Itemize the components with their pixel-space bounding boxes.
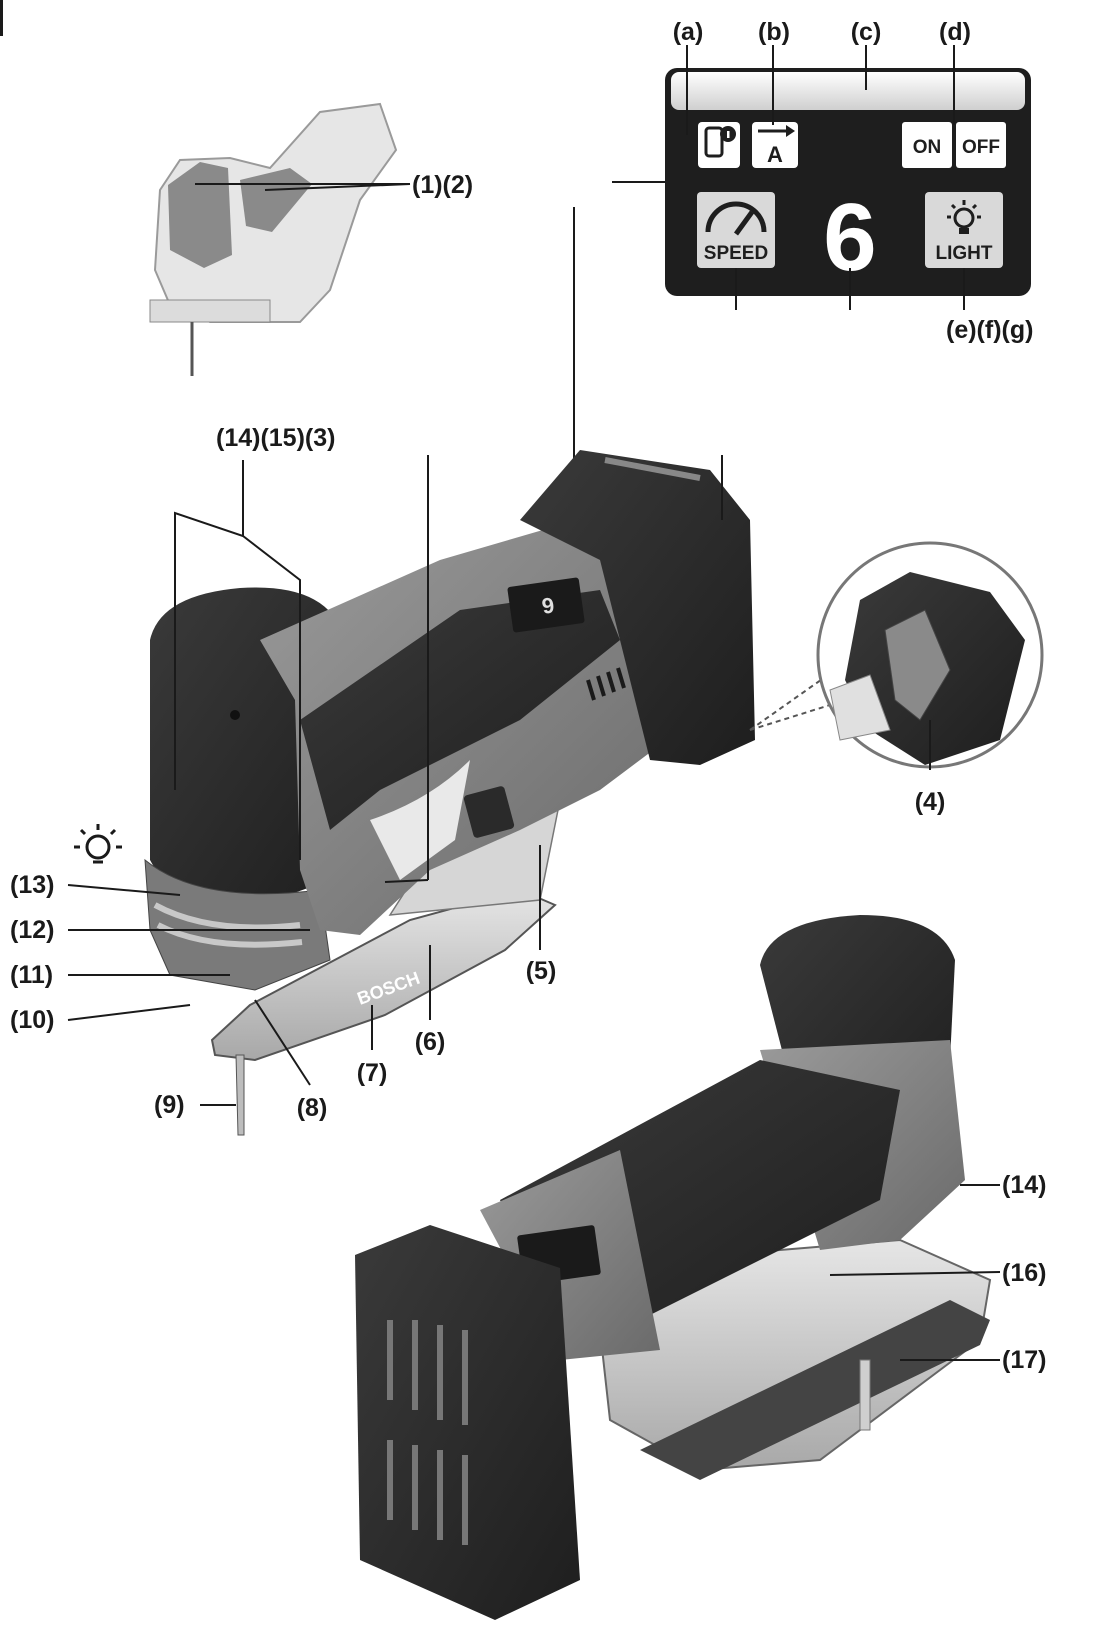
main-jigsaw-illustration: 6 BOSCH	[67, 450, 836, 1136]
label-5: (5)	[525, 957, 557, 985]
stroke-rate-switch	[463, 786, 515, 838]
label-4: (4)	[914, 788, 946, 816]
svg-text:OFF: OFF	[962, 137, 1000, 158]
display-light-strip	[671, 72, 1025, 110]
label-17: (17)	[1002, 1346, 1047, 1374]
light-button[interactable]: LIGHT	[925, 192, 1003, 268]
label-7: (7)	[356, 1059, 388, 1087]
display-panel: A ON OFF SPEED 6	[573, 45, 1031, 585]
callout-efg: (e)(f)(g)	[946, 316, 1034, 344]
off-button[interactable]: OFF	[956, 122, 1006, 168]
bulb-icon	[947, 200, 981, 234]
label-9: (9)	[154, 1091, 185, 1119]
auto-mode-icon: A	[752, 122, 798, 168]
label-1-2: (1)(2)	[412, 171, 474, 199]
led-light-symbol-icon	[74, 824, 122, 864]
label-8: (8)	[296, 1094, 328, 1122]
label-14-15-3: (14)(15)(3)	[216, 424, 336, 452]
on-button[interactable]: ON	[902, 122, 952, 168]
callout-d: (d)	[939, 18, 971, 46]
label-11: (11)	[10, 961, 54, 989]
label-12: (12)	[10, 916, 55, 944]
svg-text:SPEED: SPEED	[704, 243, 768, 264]
tool-display	[507, 577, 585, 633]
label-13: (13)	[10, 871, 55, 899]
callout-c: (c)	[850, 18, 882, 46]
svg-text:LIGHT: LIGHT	[936, 243, 993, 264]
label-10: (10)	[10, 1006, 55, 1034]
callout-b: (b)	[758, 18, 790, 46]
page-corner-mark	[0, 0, 3, 36]
rear-view-jigsaw-illustration	[355, 915, 1001, 1620]
label-14: (14)	[1002, 1171, 1047, 1199]
battery-pack	[520, 450, 755, 765]
label-6: (6)	[414, 1028, 446, 1056]
speed-button[interactable]: SPEED	[697, 192, 775, 268]
auto-mode-label: A	[767, 142, 783, 167]
label-16: (16)	[1002, 1259, 1047, 1287]
svg-text:ON: ON	[913, 137, 942, 158]
overview-jigsaw-illustration	[149, 102, 411, 376]
battery-release-detail	[816, 541, 1044, 770]
tool-display-digit: 6	[540, 592, 556, 618]
battery-release-button	[884, 609, 951, 721]
phone-info-icon	[698, 122, 740, 168]
speedometer-icon	[705, 201, 767, 233]
saw-blade	[235, 1054, 245, 1136]
callout-a: (a)	[672, 18, 704, 46]
